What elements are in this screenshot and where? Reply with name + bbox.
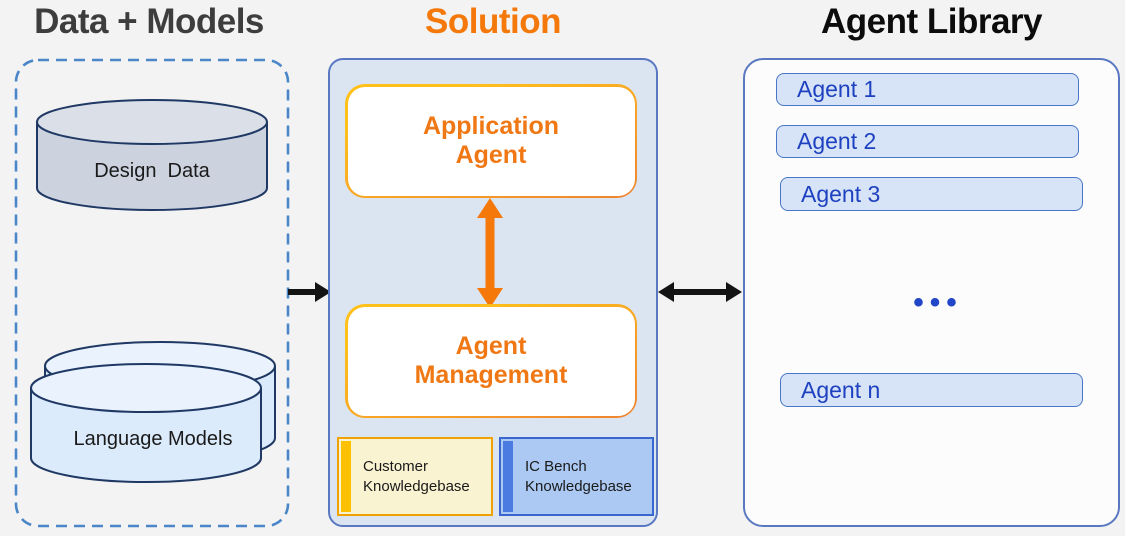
agent-management-box-inner: Agent Management [347, 306, 635, 416]
design-data-label: Design Data [94, 160, 210, 182]
agent-item-2-label: Agent 2 [797, 128, 877, 154]
agent-library-title: Agent Library [820, 2, 1043, 41]
agent-item-n: Agent n [780, 373, 1083, 407]
agent-management-box: Agent Management [345, 304, 637, 418]
ellipsis-dots: ••• [913, 286, 963, 319]
application-agent-box-inner: Application Agent [347, 86, 635, 196]
ic-bench-knowledgebase-stripe [503, 441, 513, 512]
customer-knowledgebase-label: Customer Knowledgebase [363, 458, 470, 495]
agent-management-label: Agent Management [414, 332, 568, 389]
language-models-cylinder-icon [30, 341, 276, 483]
agent-item-1-label: Agent 1 [797, 76, 877, 102]
vertical-double-arrow-icon [477, 198, 503, 308]
agent-item-1: Agent 1 [776, 73, 1079, 106]
design-data-cylinder-icon [36, 99, 268, 211]
agent-item-3-label: Agent 3 [801, 180, 881, 207]
right-arrow-icon [288, 282, 331, 302]
application-agent-label: Application Agent [422, 112, 560, 169]
agent-item-3: Agent 3 [780, 177, 1083, 211]
agent-item-n-label: Agent n [801, 376, 881, 403]
application-agent-box: Application Agent [345, 84, 637, 198]
ic-bench-knowledgebase-box: IC Bench Knowledgebase [499, 437, 654, 516]
data-models-title: Data + Models [34, 2, 264, 41]
ic-bench-knowledgebase-label: IC Bench Knowledgebase [525, 458, 632, 495]
language-models-label: Language Models [73, 428, 233, 450]
customer-knowledgebase-box: Customer Knowledgebase [337, 437, 493, 516]
agent-item-2: Agent 2 [776, 125, 1079, 158]
double-arrow-icon [658, 282, 742, 302]
customer-knowledgebase-stripe [341, 441, 351, 512]
solution-title: Solution [425, 2, 561, 41]
